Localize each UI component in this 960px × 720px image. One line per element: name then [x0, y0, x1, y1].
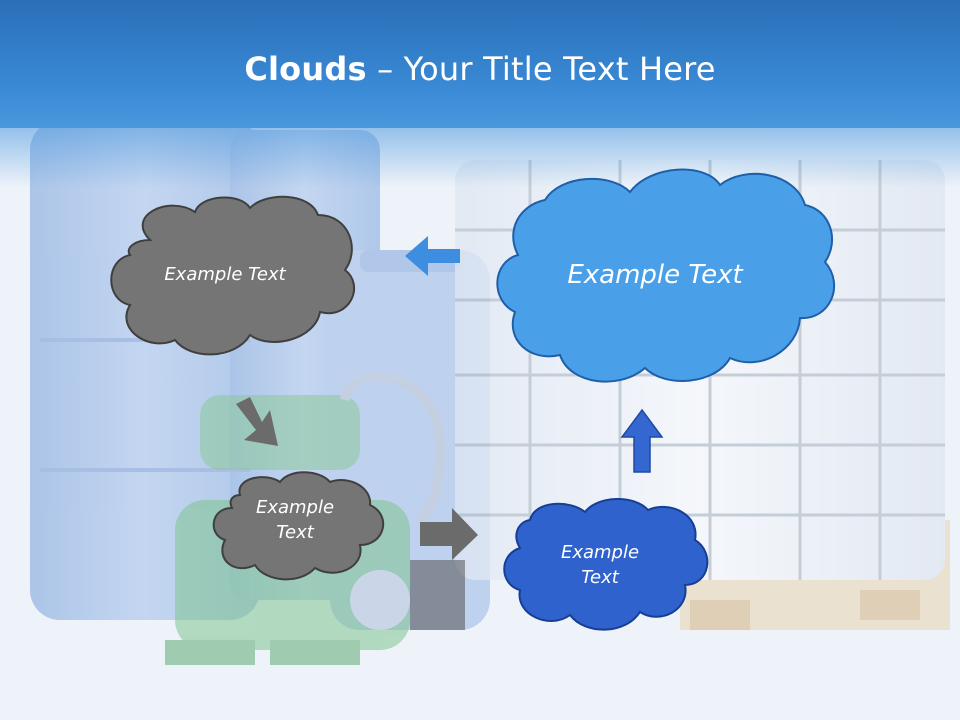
cloud-blue-small [503, 498, 709, 631]
arrow-up-icon [620, 408, 664, 473]
title-dash: – [366, 50, 404, 88]
cloud-gray-bottom-line2: Text [276, 522, 314, 543]
arrow-left-icon [405, 236, 460, 276]
cloud-gray-top-label: Example Text [164, 264, 286, 286]
cloud-gray-bottom-text: Example Text [230, 488, 360, 552]
cloud-gray-bottom-line1: Example [255, 496, 335, 518]
cloud-blue-small-line1: Example [560, 541, 640, 563]
cloud-gray-top [110, 195, 356, 356]
cloud-blue-small-text: Example Text [530, 533, 670, 597]
arrow-right-icon [420, 508, 478, 560]
cloud-blue-large-label: Example Text [567, 259, 743, 290]
cloud-blue-large [496, 168, 836, 383]
title-bar-fade [0, 128, 960, 188]
cloud-gray-top-text: Example Text [130, 255, 320, 295]
cloud-gray-bottom [212, 471, 385, 581]
cloud-blue-large-text: Example Text [530, 252, 780, 298]
slide-title: Clouds – Your Title Text Here [0, 50, 960, 88]
arrow-down-right-icon [236, 397, 278, 446]
title-rest: Your Title Text Here [403, 50, 716, 88]
title-bar [0, 0, 960, 128]
title-bold: Clouds [244, 50, 367, 88]
cloud-blue-small-line2: Text [581, 567, 619, 588]
